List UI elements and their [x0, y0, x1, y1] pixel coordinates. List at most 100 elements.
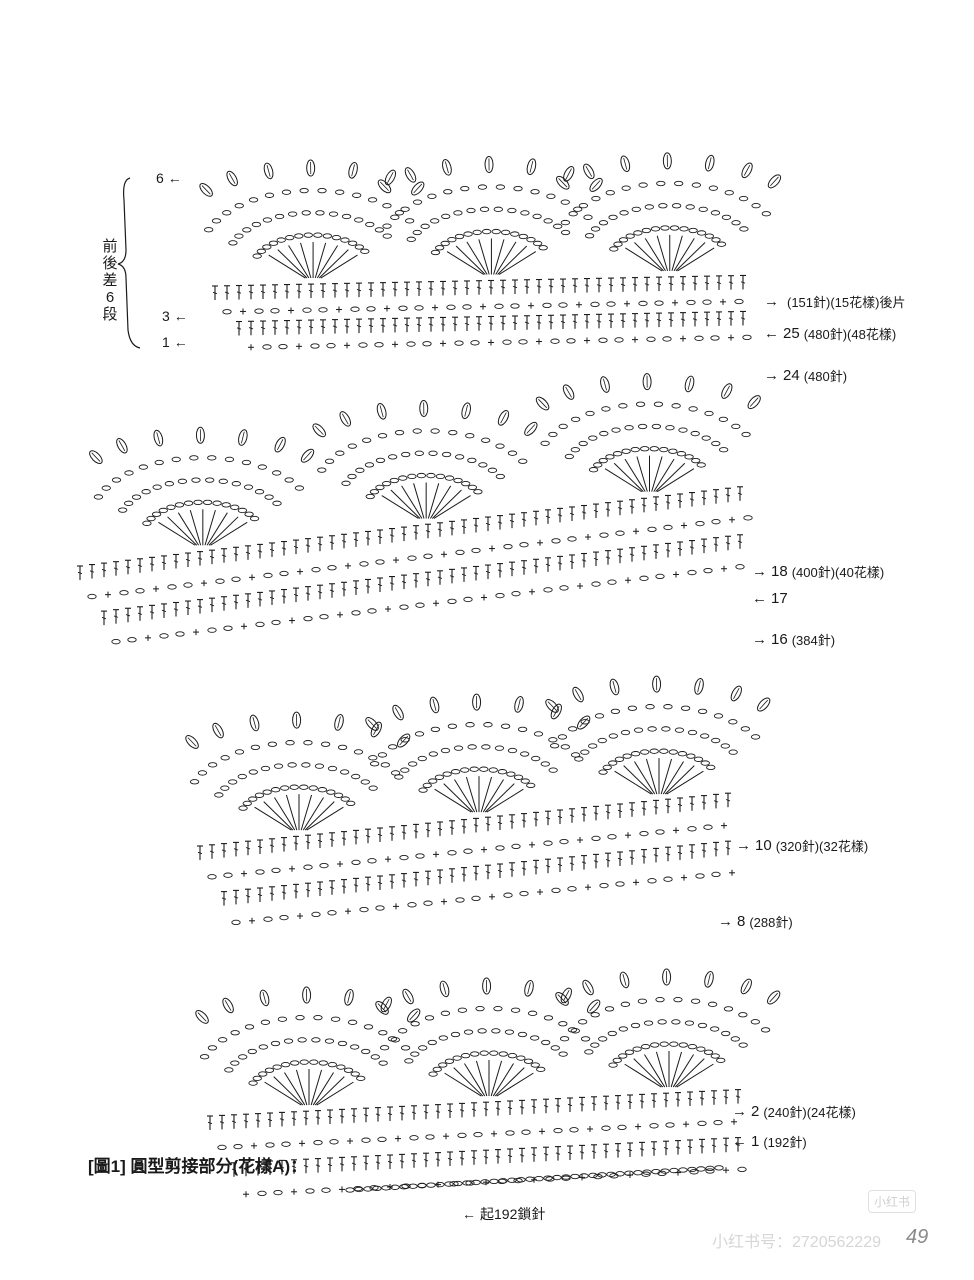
stitch-chain	[254, 489, 265, 495]
stitch-puff	[195, 426, 205, 444]
stitch-dc-slash	[591, 1102, 597, 1105]
stitch-chain	[258, 1071, 268, 1077]
stitch-fan	[673, 238, 695, 272]
stitch-chain	[710, 1026, 720, 1032]
stitch-chain	[750, 734, 761, 740]
stitch-dc-slash	[149, 563, 155, 566]
stitch-chain	[328, 211, 339, 217]
stitch-dc-slash	[711, 1096, 717, 1099]
stitch-chain	[475, 1005, 485, 1012]
stitch-dc-slash	[728, 317, 734, 320]
stitch-chain	[335, 189, 345, 195]
stitch-chain	[735, 564, 745, 570]
stitch-fan	[614, 770, 652, 795]
stitch-dc-slash	[389, 534, 395, 537]
stitch-dc-slash	[545, 817, 551, 820]
stitch-chain	[230, 1030, 240, 1036]
stitch-chain	[558, 423, 568, 430]
stitch-dc-slash	[615, 1149, 621, 1152]
stitch-dc-slash	[680, 282, 686, 285]
stitch-chain	[382, 203, 392, 209]
stitch-chain	[691, 457, 701, 464]
stitch-chain	[450, 1031, 461, 1038]
stitch-dc-slash	[413, 878, 419, 881]
stitch-chain	[598, 457, 608, 464]
stitch-chain	[400, 767, 410, 773]
stitch-fan	[316, 1081, 354, 1106]
stitch-chain	[294, 233, 304, 239]
stitch-puff-center	[759, 699, 769, 710]
stitch-chain	[248, 197, 259, 203]
stitch-fan	[675, 242, 706, 272]
stitch-chain	[550, 1045, 560, 1051]
stitch-chain	[428, 450, 438, 456]
stitch-dc-slash	[713, 543, 719, 546]
stitch-chain	[443, 189, 453, 195]
stitch-dc-slash	[236, 291, 242, 294]
stitch-dc-slash	[255, 1119, 261, 1122]
stitch-fan	[480, 776, 493, 813]
stitch-chain	[568, 211, 578, 217]
stitch-puff-center	[743, 164, 751, 176]
stitch-puff	[238, 429, 248, 446]
stitch-dc-slash	[293, 545, 299, 549]
stitch-dc-slash	[269, 548, 275, 552]
stitch-chain	[268, 240, 279, 246]
stitch-chain	[388, 454, 398, 460]
stitch-chain	[324, 458, 335, 464]
stitch-dc-slash	[317, 591, 323, 594]
stitch-chain	[427, 1039, 437, 1046]
stitch-chain	[588, 1172, 598, 1179]
stitch-chain	[635, 401, 646, 407]
stitch-chain	[414, 305, 424, 311]
stitch-dc-slash	[680, 318, 686, 321]
stitch-chain	[495, 473, 505, 480]
stitch-chain	[624, 425, 634, 431]
arrow-left-icon: ←	[732, 1133, 747, 1150]
stitch-chain	[639, 575, 649, 581]
stitch-chain	[141, 489, 151, 495]
stitch-dc-slash	[701, 496, 707, 500]
stitch-dc-slash	[437, 827, 443, 831]
stitch-chain	[191, 477, 201, 483]
stitch-chain	[461, 481, 471, 487]
stitch-fan	[660, 758, 673, 795]
stitch-dc-slash	[509, 520, 515, 523]
stitch-puff	[404, 167, 417, 183]
stitch-dc-slash	[725, 799, 731, 802]
row-note: (288針)	[749, 915, 793, 930]
stitch-dc-slash	[149, 611, 155, 614]
stitch-chain	[605, 454, 615, 460]
stitch-chain	[301, 210, 311, 216]
stitch-chain	[651, 423, 662, 430]
stitch-dc-slash	[269, 844, 275, 847]
stitch-chain	[284, 477, 294, 483]
stitch-chain	[335, 450, 345, 456]
stitch-dc-slash	[608, 283, 614, 287]
stitch-chain	[500, 723, 511, 729]
stitch-puff	[747, 395, 761, 410]
stitch-chain	[627, 705, 638, 711]
stitch-chain	[517, 726, 528, 733]
stitch-puff	[339, 411, 352, 427]
stitch-chain	[440, 1010, 451, 1016]
stitch-fan	[670, 1051, 683, 1088]
stitch-chain	[716, 241, 727, 247]
stitch-puff	[116, 437, 128, 454]
stitch-chain	[435, 1181, 445, 1188]
stitch-dc-slash	[512, 285, 518, 289]
stitch-puff-center	[733, 688, 740, 699]
stitch-chain	[428, 751, 438, 757]
stitch-chain	[389, 477, 399, 484]
stitch-chain	[175, 631, 185, 637]
stitch-chain	[427, 193, 437, 199]
row-number: 24	[783, 367, 800, 384]
stitch-chain	[358, 342, 368, 348]
stitch-chain	[299, 187, 309, 194]
stitch-dc-slash	[315, 1116, 321, 1119]
stitch-dc-slash	[485, 871, 491, 874]
stitch-dc-slash	[617, 507, 623, 510]
stitch-dc-slash	[629, 808, 635, 811]
stitch-chain	[698, 206, 708, 212]
stitch-chain	[457, 1132, 467, 1139]
